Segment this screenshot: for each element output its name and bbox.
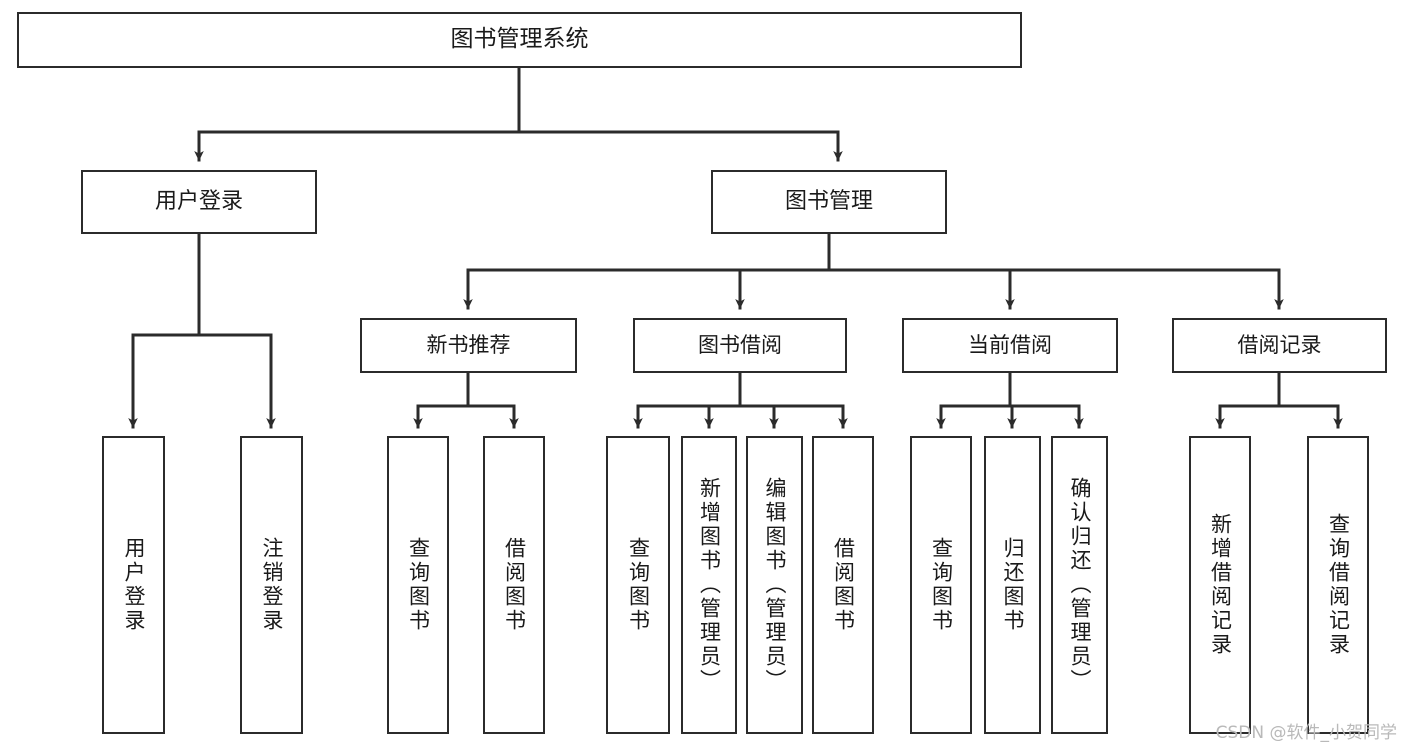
node-leaf-return-book[interactable]: 归还图书	[984, 436, 1041, 734]
node-leaf-logout[interactable]: 注销登录	[240, 436, 303, 734]
node-leaf-add-record-label: 新增借阅记录	[1208, 513, 1233, 657]
node-current-borrow[interactable]: 当前借阅	[902, 318, 1118, 373]
node-borrow-record-label: 借阅记录	[1237, 333, 1322, 358]
node-borrow-record[interactable]: 借阅记录	[1172, 318, 1387, 373]
node-leaf-borrow-book-bb-label: 借阅图书	[831, 537, 856, 633]
node-leaf-query-book-cb-label: 查询图书	[929, 537, 954, 633]
node-leaf-query-book-bb-label: 查询图书	[626, 537, 651, 633]
node-root-label: 图书管理系统	[450, 26, 589, 53]
node-leaf-user-login[interactable]: 用户登录	[102, 436, 165, 734]
node-leaf-return-book-label: 归还图书	[1001, 537, 1025, 633]
node-leaf-user-login-label: 用户登录	[122, 537, 146, 633]
node-leaf-query-record[interactable]: 查询借阅记录	[1307, 436, 1369, 734]
node-leaf-logout-label: 注销登录	[260, 537, 284, 633]
node-leaf-add-book-label: 新增图书（管理员）	[697, 477, 722, 693]
node-leaf-confirm-return-label: 确认归还（管理员）	[1068, 477, 1092, 693]
node-leaf-edit-book[interactable]: 编辑图书（管理员）	[746, 436, 803, 734]
node-root[interactable]: 图书管理系统	[17, 12, 1022, 68]
node-user-login[interactable]: 用户登录	[81, 170, 317, 234]
node-leaf-add-record[interactable]: 新增借阅记录	[1189, 436, 1251, 734]
watermark-text: CSDN @软件_小贺同学	[1215, 723, 1397, 743]
node-user-login-label: 用户登录	[154, 189, 243, 215]
node-leaf-edit-book-label: 编辑图书（管理员）	[763, 477, 787, 693]
node-leaf-query-book-bb[interactable]: 查询图书	[606, 436, 670, 734]
node-book-manage[interactable]: 图书管理	[711, 170, 947, 234]
node-current-borrow-label: 当前借阅	[968, 333, 1052, 358]
node-leaf-borrow-book-bb[interactable]: 借阅图书	[812, 436, 874, 734]
node-leaf-query-book-rec[interactable]: 查询图书	[387, 436, 449, 734]
node-leaf-confirm-return[interactable]: 确认归还（管理员）	[1051, 436, 1108, 734]
node-leaf-query-book-cb[interactable]: 查询图书	[910, 436, 972, 734]
node-new-book-rec-label: 新书推荐	[426, 333, 511, 358]
node-leaf-add-book[interactable]: 新增图书（管理员）	[681, 436, 737, 734]
node-book-manage-label: 图书管理	[784, 189, 873, 215]
node-leaf-borrow-book-rec-label: 借阅图书	[502, 537, 527, 633]
node-leaf-query-record-label: 查询借阅记录	[1326, 513, 1351, 657]
node-new-book-rec[interactable]: 新书推荐	[360, 318, 577, 373]
node-leaf-query-book-rec-label: 查询图书	[406, 537, 431, 633]
node-leaf-borrow-book-rec[interactable]: 借阅图书	[483, 436, 545, 734]
node-book-borrow-label: 图书借阅	[698, 333, 782, 358]
node-book-borrow[interactable]: 图书借阅	[633, 318, 847, 373]
